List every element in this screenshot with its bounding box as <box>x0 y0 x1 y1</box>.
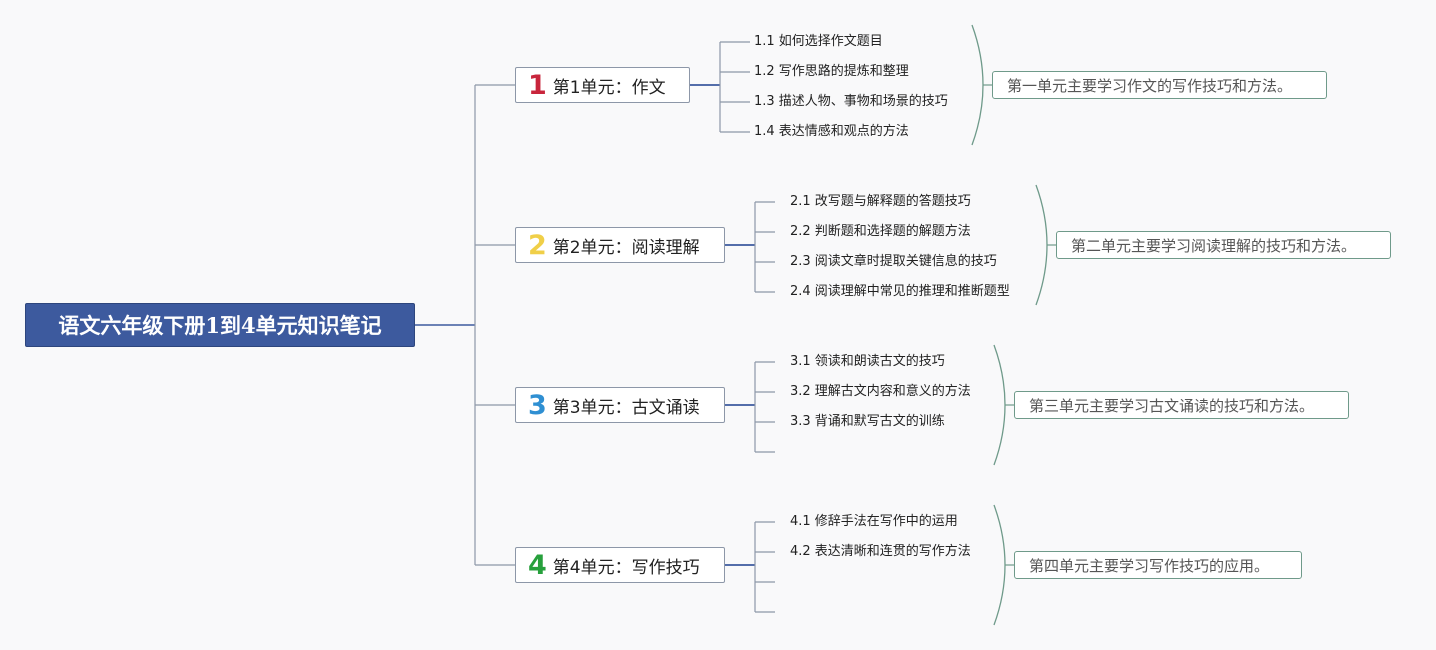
unit-4-topic[interactable]: 4 第4单元：写作技巧 <box>515 547 725 583</box>
unit-4-summary-bracket <box>993 504 1006 626</box>
unit-1-item-2[interactable]: 1.2 写作思路的提炼和整理 <box>754 64 909 79</box>
unit-2-item-2[interactable]: 2.2 判断题和选择题的解题方法 <box>790 224 971 239</box>
unit-3-item-1[interactable]: 3.1 领读和朗读古文的技巧 <box>790 354 945 369</box>
unit-4-item-2[interactable]: 4.2 表达清晰和连贯的写作方法 <box>790 544 971 559</box>
unit-1-summary-bracket <box>971 24 984 146</box>
unit-2-summary-bracket <box>1035 184 1048 306</box>
unit-2-item-1[interactable]: 2.1 改写题与解释题的答题技巧 <box>790 194 971 209</box>
unit-2-title: 第2单元：阅读理解 <box>552 237 700 258</box>
unit-1-topic[interactable]: 1 第1单元：作文 <box>515 67 690 103</box>
unit-2-number: 2 <box>528 229 547 261</box>
unit-1-summary[interactable]: 第一单元主要学习作文的写作技巧和方法。 <box>992 71 1327 99</box>
unit-1-title: 第1单元：作文 <box>552 77 666 98</box>
unit-3-item-3[interactable]: 3.3 背诵和默写古文的训练 <box>790 414 945 429</box>
unit-1-item-1[interactable]: 1.1 如何选择作文题目 <box>754 34 883 49</box>
unit-4-summary-text: 第四单元主要学习写作技巧的应用。 <box>1029 556 1270 575</box>
unit-1-summary-text: 第一单元主要学习作文的写作技巧和方法。 <box>1007 76 1293 95</box>
unit-2-summary-text: 第二单元主要学习阅读理解的技巧和方法。 <box>1071 236 1357 255</box>
unit-3-item-2[interactable]: 3.2 理解古文内容和意义的方法 <box>790 384 971 399</box>
unit-3-summary-text: 第三单元主要学习古文诵读的技巧和方法。 <box>1029 396 1315 415</box>
unit-2-item-3[interactable]: 2.3 阅读文章时提取关键信息的技巧 <box>790 254 997 269</box>
unit-3-topic[interactable]: 3 第3单元：古文诵读 <box>515 387 725 423</box>
root-topic[interactable]: 语文六年级下册1到4单元知识笔记 <box>25 303 415 347</box>
unit-4-summary[interactable]: 第四单元主要学习写作技巧的应用。 <box>1014 551 1302 579</box>
unit-3-summary[interactable]: 第三单元主要学习古文诵读的技巧和方法。 <box>1014 391 1349 419</box>
unit-1-item-3[interactable]: 1.3 描述人物、事物和场景的技巧 <box>754 94 948 109</box>
unit-3-number: 3 <box>528 389 547 421</box>
unit-1-number: 1 <box>528 69 547 101</box>
root-title: 语文六年级下册1到4单元知识笔记 <box>58 313 382 338</box>
unit-4-title: 第4单元：写作技巧 <box>552 557 700 578</box>
unit-1-item-4[interactable]: 1.4 表达情感和观点的方法 <box>754 124 909 139</box>
unit-3-summary-bracket <box>993 344 1006 466</box>
unit-3-title: 第3单元：古文诵读 <box>552 397 700 418</box>
unit-4-number: 4 <box>528 549 547 581</box>
unit-2-summary[interactable]: 第二单元主要学习阅读理解的技巧和方法。 <box>1056 231 1391 259</box>
unit-2-topic[interactable]: 2 第2单元：阅读理解 <box>515 227 725 263</box>
unit-2-item-4[interactable]: 2.4 阅读理解中常见的推理和推断题型 <box>790 284 1010 299</box>
unit-4-item-1[interactable]: 4.1 修辞手法在写作中的运用 <box>790 514 958 529</box>
